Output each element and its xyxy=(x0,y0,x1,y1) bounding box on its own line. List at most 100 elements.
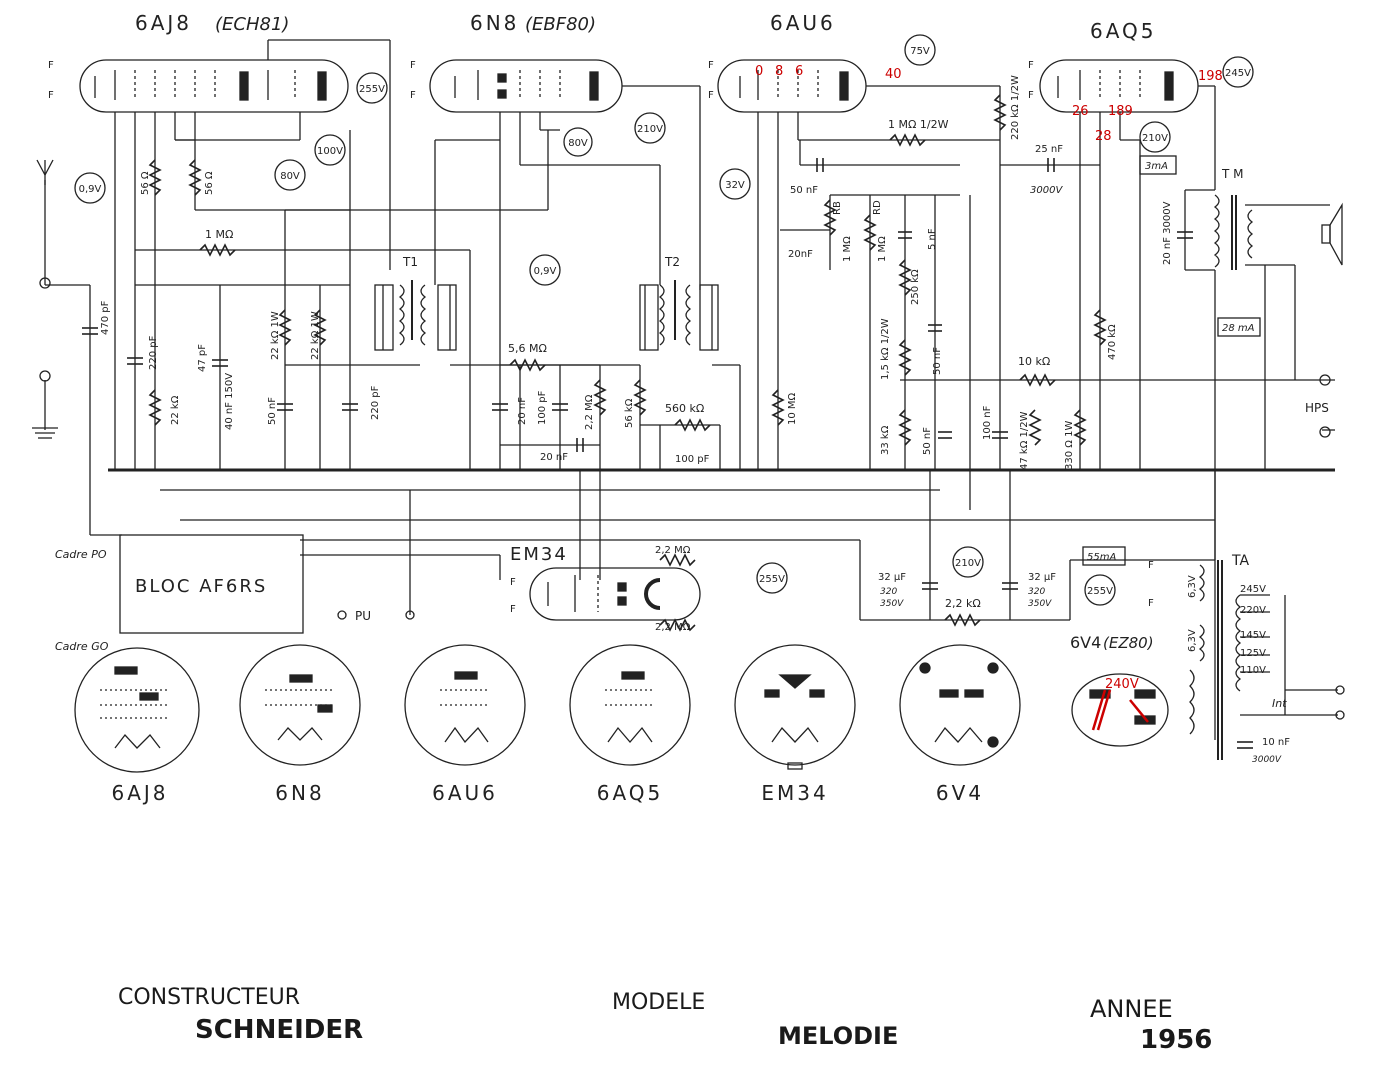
component-label: 22 kΩ 1W xyxy=(270,311,281,360)
pu-terminal-2 xyxy=(405,610,415,620)
filament-label: F xyxy=(1148,560,1154,571)
red-annotation: 8 xyxy=(775,64,783,79)
component-label: 5 nF xyxy=(927,228,938,250)
tube-6n8-internals xyxy=(454,70,599,101)
red-annotation: 240V xyxy=(1105,677,1139,692)
tube-em34-internals xyxy=(547,575,661,612)
label-tm: T M xyxy=(1221,167,1244,181)
component-label: 1 MΩ xyxy=(877,236,888,262)
label-63v-a: 6,3V xyxy=(1187,575,1198,598)
component-label: 1 MΩ 1/2W xyxy=(888,118,949,131)
current-label: 3mA xyxy=(1145,161,1168,172)
annee-value: 1956 xyxy=(1140,1025,1213,1055)
red-annotation: 6 xyxy=(795,64,803,79)
component-label: 32 µF xyxy=(1028,572,1056,583)
component-label: 5,6 MΩ xyxy=(508,342,547,355)
tap-label: 145V xyxy=(1240,630,1266,641)
voltage-label: 210V xyxy=(637,124,663,135)
current-label: 55mA xyxy=(1087,552,1116,563)
component-label: 350V xyxy=(1028,599,1052,609)
ground-terminal xyxy=(39,370,51,382)
component-label: 50 nF xyxy=(267,397,278,425)
tube-alt-6n8: (EBF80) xyxy=(525,14,596,35)
tube-6aj8-envelope xyxy=(79,59,349,113)
label-t1: T1 xyxy=(402,255,418,269)
constructeur-value: SCHNEIDER xyxy=(195,1015,364,1045)
filament-label: F xyxy=(510,577,516,588)
component-label: 3000V xyxy=(1030,185,1063,196)
component-label: 350V xyxy=(880,599,904,609)
component-label: 33 kΩ xyxy=(880,425,891,455)
base-6aq5 xyxy=(569,644,691,766)
tube-name-6n8: 6N8 xyxy=(470,11,519,35)
red-annotation: 198 xyxy=(1198,69,1223,84)
component-label: 50 nF xyxy=(922,427,933,455)
bloc-af6rs-box xyxy=(119,534,304,634)
component-label: 2,2 kΩ xyxy=(945,597,981,610)
component-label: 100 pF xyxy=(537,390,548,425)
voltage-label: 245V xyxy=(1225,68,1251,79)
hps-terminal-1 xyxy=(1319,374,1331,386)
component-label: 560 kΩ xyxy=(665,402,704,415)
base-6au6 xyxy=(404,644,526,766)
base-6n8 xyxy=(239,644,361,766)
ground-icon xyxy=(32,427,58,439)
voltage-label: 0,9V xyxy=(534,266,557,277)
voltage-label: 255V xyxy=(1087,586,1113,597)
wiring xyxy=(44,39,1335,740)
filament-label: F xyxy=(1028,60,1034,71)
component-label: 100 pF xyxy=(675,454,710,465)
label-pu: PU xyxy=(355,609,371,623)
base-label: EM34 xyxy=(761,781,828,805)
component-label: RB xyxy=(832,201,843,215)
tube-alt-6aj8: (ECH81) xyxy=(215,14,289,35)
base-label: 6V4 xyxy=(936,781,984,805)
current-boxes xyxy=(1082,155,1261,566)
component-label: 56 Ω xyxy=(140,171,151,195)
voltage-label: 80V xyxy=(568,138,588,149)
voltage-label: 32V xyxy=(725,180,745,191)
component-label: 56 Ω xyxy=(204,171,215,195)
component-label: RD xyxy=(872,200,883,215)
tube-em34-envelope xyxy=(529,567,701,621)
voltage-label: 255V xyxy=(759,574,785,585)
base-label: 6N8 xyxy=(275,781,324,805)
output-transformer xyxy=(1213,194,1254,270)
label-cadre-go: Cadre GO xyxy=(55,640,109,653)
component-label: 32 µF xyxy=(878,572,906,583)
component-label: 20 nF 3000V xyxy=(1162,201,1173,265)
mains-terminal-2 xyxy=(1335,710,1345,720)
component-label: 470 kΩ xyxy=(1107,324,1118,360)
voltage-label: 80V xyxy=(280,171,300,182)
label-cadre-po: Cadre PO xyxy=(55,548,107,561)
component-label: 220 pF xyxy=(148,335,159,370)
base-6v4 xyxy=(899,644,1021,766)
mains-terminal-1 xyxy=(1335,685,1345,695)
antenna-terminal xyxy=(39,277,51,289)
component-label: 100 nF xyxy=(982,405,993,440)
tap-label: 125V xyxy=(1240,648,1266,659)
red-annotation: 28 xyxy=(1095,129,1112,144)
base-label: 6AU6 xyxy=(432,781,498,805)
tube-6aq5-internals xyxy=(1057,70,1174,101)
voltage-label: 255V xyxy=(359,84,385,95)
red-annotation: 189 xyxy=(1108,104,1133,119)
label-bloc: BLOC AF6RS xyxy=(135,576,267,597)
red-annotation: 26 xyxy=(1072,104,1089,119)
component-label: 56 kΩ xyxy=(624,398,635,428)
voltage-label: 0,9V xyxy=(79,184,102,195)
label-int: Int xyxy=(1272,697,1287,710)
filament-label: F xyxy=(708,60,714,71)
component-label: 2,2 MΩ xyxy=(655,545,691,556)
component-label: 22 kΩ 1W xyxy=(310,311,321,360)
antenna-icon xyxy=(36,159,54,185)
component-label: 20 nF xyxy=(540,452,568,463)
filament-label: F xyxy=(1028,90,1034,101)
modele-label: MODELE xyxy=(612,990,706,1015)
tap-label: 245V xyxy=(1240,584,1266,595)
label-63v-b: 6,3V xyxy=(1187,629,1198,652)
tube-name-6aq5: 6AQ5 xyxy=(1090,19,1157,43)
filament-label: F xyxy=(410,90,416,101)
component-label: 2,2 MΩ xyxy=(655,622,691,633)
